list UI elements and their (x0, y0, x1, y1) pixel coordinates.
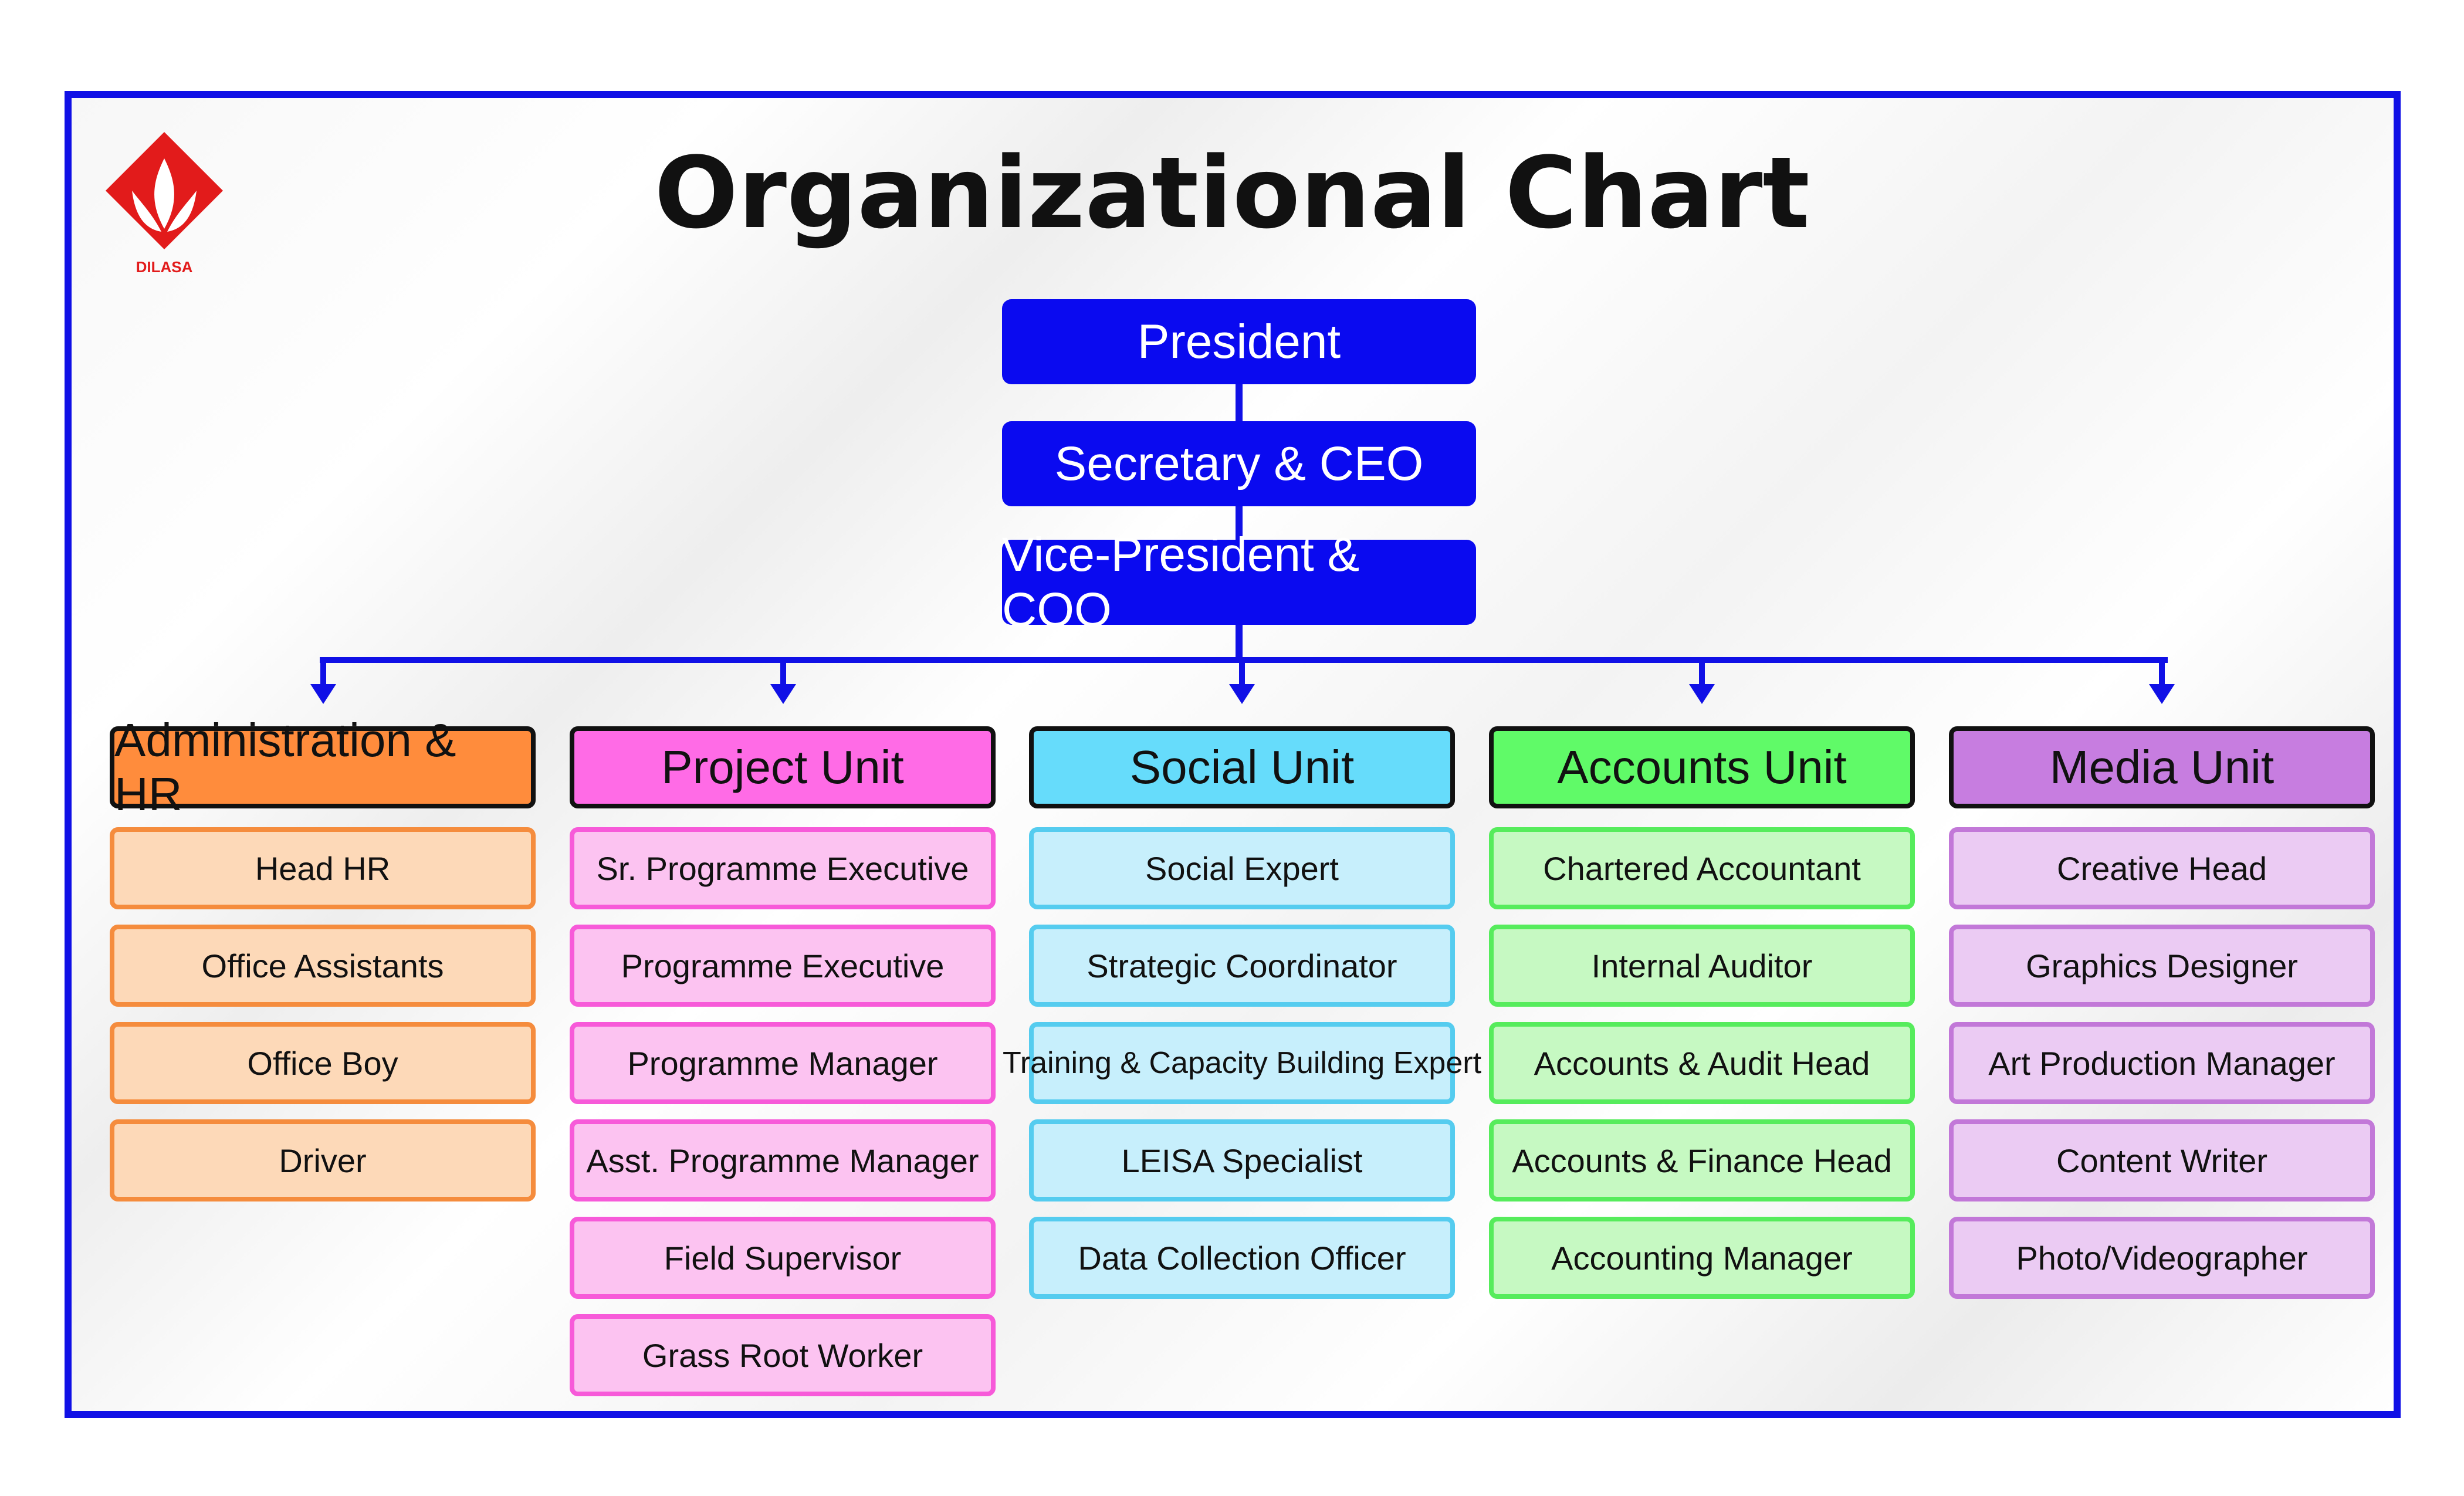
branch-drop-accounts (1699, 657, 1705, 686)
unit-position: Content Writer (1949, 1119, 2375, 1201)
unit-position: Driver (110, 1119, 536, 1201)
branch-drop-social (1239, 657, 1245, 686)
arrow-down-icon (1689, 684, 1715, 704)
unit-position: Internal Auditor (1489, 925, 1915, 1007)
unit-position: Photo/Videographer (1949, 1217, 2375, 1299)
president-box: President (1002, 299, 1476, 384)
unit-position: Creative Head (1949, 827, 2375, 909)
unit-position: Programme Manager (570, 1022, 996, 1104)
secretary-ceo-box: Secretary & CEO (1002, 421, 1476, 506)
branch-drop-project (780, 657, 786, 686)
unit-position: Training & Capacity Building Expert (1003, 1022, 1481, 1104)
arrow-down-icon (310, 684, 336, 704)
unit-position: Accounts & Finance Head (1489, 1119, 1915, 1201)
unit-position: Head HR (110, 827, 536, 909)
unit-position: Art Production Manager (1949, 1022, 2375, 1104)
unit-title: Project Unit (570, 726, 996, 808)
dilasa-logo-icon (106, 132, 223, 249)
arrow-down-icon (1229, 684, 1255, 704)
page-title: Organizational Chart (654, 136, 1810, 251)
unit-position: Accounts & Audit Head (1489, 1022, 1915, 1104)
unit-position: Programme Executive (570, 925, 996, 1007)
unit-title: Accounts Unit (1489, 726, 1915, 808)
unit-position: Accounting Manager (1489, 1217, 1915, 1299)
unit-title: Administration & HR (110, 714, 536, 820)
branch-drop-media (2159, 657, 2165, 686)
unit-position: Chartered Accountant (1489, 827, 1915, 909)
vice-president-coo-box: Vice-President & COO (1002, 528, 1476, 637)
logo-text: DILASA (136, 258, 193, 276)
branch-drop-admin (320, 657, 326, 686)
unit-position: Grass Root Worker (570, 1314, 996, 1396)
arrow-down-icon (2149, 684, 2175, 704)
unit-position: LEISA Specialist (1029, 1119, 1455, 1201)
unit-position: Sr. Programme Executive (570, 827, 996, 909)
unit-position: Graphics Designer (1949, 925, 2375, 1007)
unit-position: Asst. Programme Manager (570, 1119, 996, 1201)
unit-title: Social Unit (1029, 726, 1455, 808)
unit-position: Office Boy (110, 1022, 536, 1104)
unit-position: Field Supervisor (570, 1217, 996, 1299)
unit-position: Strategic Coordinator (1029, 925, 1455, 1007)
unit-title: Media Unit (1949, 726, 2375, 808)
unit-position: Data Collection Officer (1029, 1217, 1455, 1299)
arrow-down-icon (770, 684, 796, 704)
unit-position: Social Expert (1029, 827, 1455, 909)
unit-position: Office Assistants (110, 925, 536, 1007)
